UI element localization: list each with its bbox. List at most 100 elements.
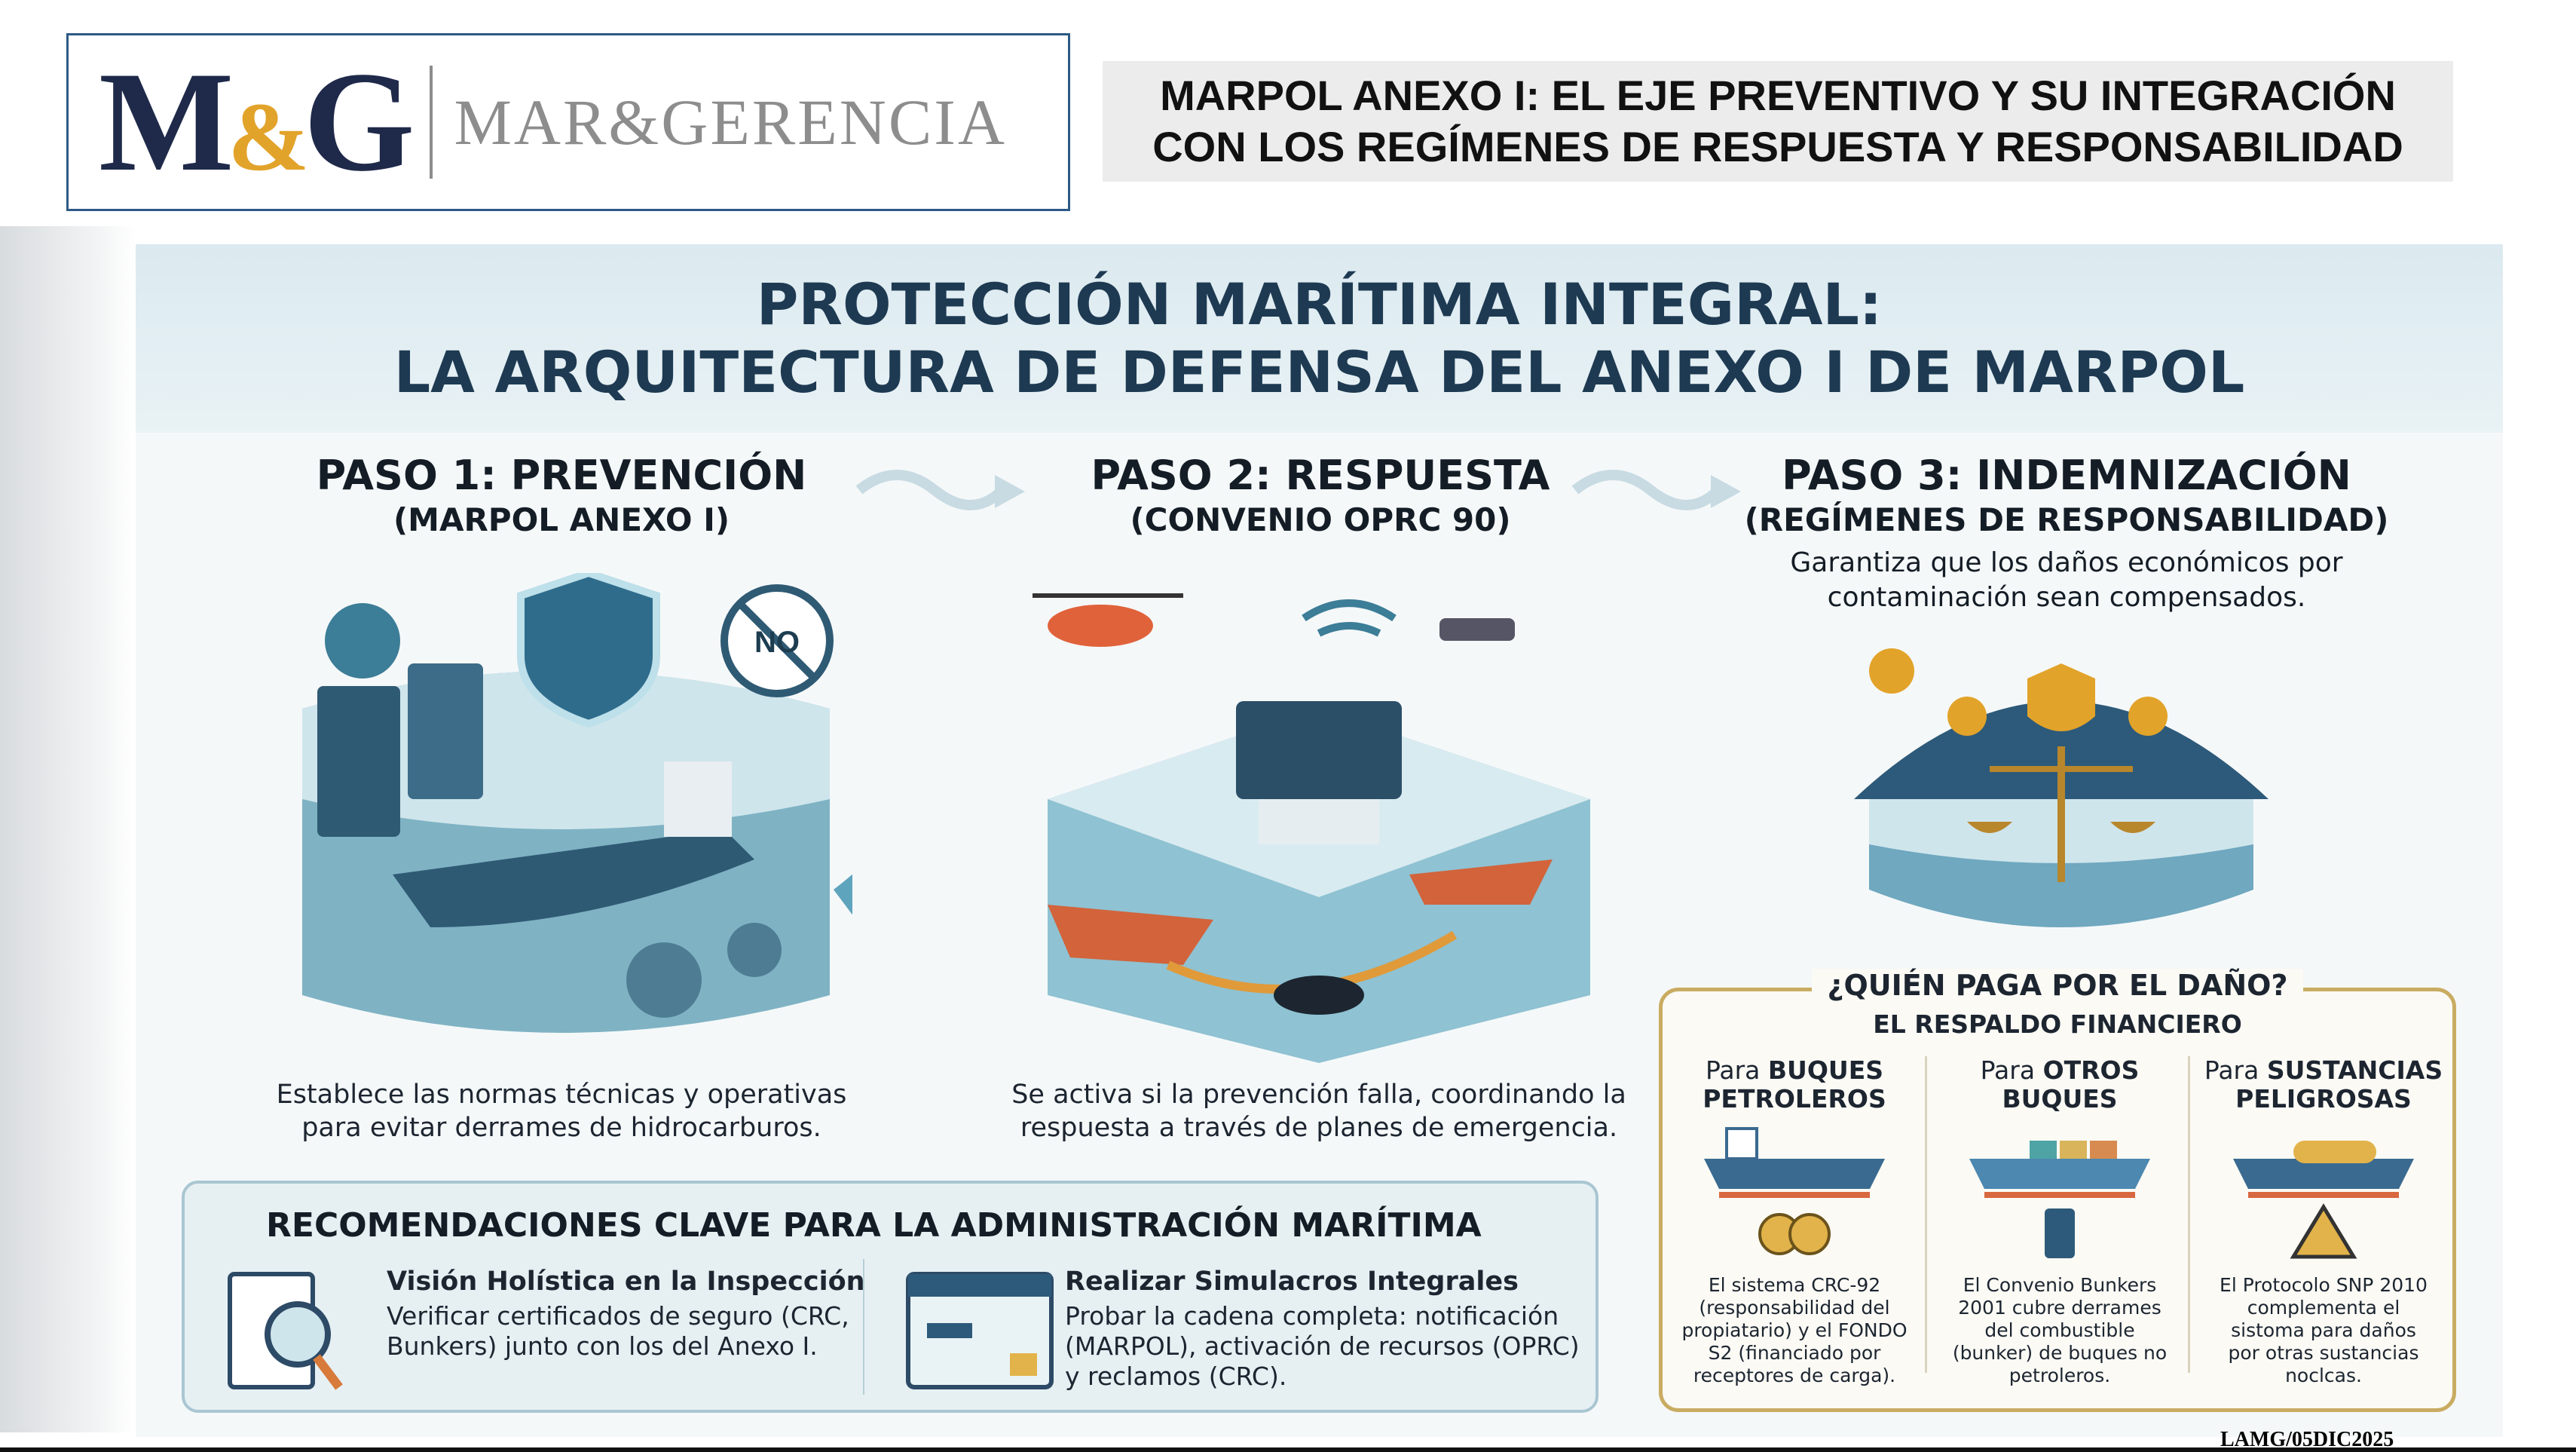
step-3-desc-line-1: Garantiza que los daños económicos por <box>1790 547 2343 578</box>
step-2-desc-line-2: respuesta a través de planes de emergenc… <box>1020 1113 1618 1143</box>
logo-name: MAR&GERENCIA <box>454 86 1008 158</box>
helicopter-icon <box>1048 605 1153 647</box>
recommendation-2-line: Probar la cadena completa: notificación <box>1065 1301 1559 1331</box>
column-line: receptores de carga). <box>1693 1365 1896 1386</box>
who-pays-title: ¿QUIÉN PAGA POR EL DAÑO? <box>1812 969 2303 1002</box>
svg-text:NO: NO <box>754 626 800 659</box>
column-heading-bold: SUSTANCIAS <box>2266 1055 2443 1085</box>
step-3-desc-line-2: contaminación sean compensados. <box>1827 582 2306 613</box>
column-line: (bunker) de buques no <box>1952 1342 2168 1364</box>
title-line-1: MARPOL ANEXO I: EL EJE PREVENTIVO Y SU I… <box>1160 72 2396 119</box>
certificate-magnifier-icon <box>228 1272 343 1390</box>
column-prefix: Para <box>1980 1055 2036 1085</box>
column-line: 2001 cubre derrames <box>1958 1297 2161 1319</box>
step-1-desc-line-2: para evitar derrames de hidrocarburos. <box>301 1113 821 1143</box>
bottom-rule <box>0 1447 2576 1452</box>
recommendation-item-2: Realizar Simulacros Integrales Probar la… <box>1065 1267 1580 1392</box>
step-1-header: PASO 1: PREVENCIÓN (MARPOL ANEXO I) <box>260 452 863 541</box>
step-2-header: PASO 2: RESPUESTA (CONVENIO OPRC 90) <box>1019 452 1622 541</box>
shield-pound-icon <box>2027 663 2095 731</box>
column-heading-bold: PELIGROSAS <box>2235 1084 2412 1114</box>
compensation-illustration <box>1854 648 2269 927</box>
recommendation-item-1: Visión Holística en la Inspección Verifi… <box>387 1267 865 1362</box>
step-2-description: Se activa si la prevención falla, coordi… <box>980 1078 1658 1144</box>
column-prefix: Para <box>1705 1055 1761 1085</box>
company-logo: M&G MAR&GERENCIA <box>66 33 1070 211</box>
container-ship-fuel-icon <box>1969 1141 2150 1258</box>
recommendation-2-line: (MARPOL), activación de recursos (OPRC) <box>1065 1331 1580 1361</box>
column-line: El Protocolo SNP 2010 <box>2220 1274 2428 1296</box>
who-pays-box: ¿QUIÉN PAGA POR EL DAÑO? EL RESPALDO FIN… <box>1659 969 2456 1412</box>
money-bag-icon <box>2128 697 2168 736</box>
column-line: (responsabilidad del <box>1699 1297 1890 1319</box>
infographic-title: PROTECCIÓN MARÍTIMA INTEGRAL: LA ARQUITE… <box>136 244 2503 433</box>
recommendation-1-line: Verificar certificados de seguro (CRC, <box>387 1301 849 1331</box>
column-line: del combustible <box>1984 1319 2135 1341</box>
page-title: MARPOL ANEXO I: EL EJE PREVENTIVO Y SU I… <box>1103 61 2453 182</box>
logo-mark: M&G <box>99 43 415 201</box>
workflow-window-icon <box>906 1272 1054 1389</box>
column-line: propiatario) y el FONDO <box>1681 1319 1908 1341</box>
column-heading-bold: OTROS <box>2042 1055 2140 1085</box>
background-ship-sketch <box>0 226 136 1432</box>
response-vessel-icon <box>1048 905 1213 965</box>
gas-carrier-warning-icon <box>2233 1141 2414 1259</box>
gear-icon <box>727 923 782 977</box>
divider <box>1925 1056 1927 1373</box>
tanker-ship-icon <box>393 829 754 927</box>
column-line: complementa el <box>2247 1297 2400 1319</box>
column-line: S2 (financiado por <box>1708 1342 1881 1364</box>
prevention-illustration: NO <box>302 573 852 1033</box>
recommendations-box: RECOMENDACIONES CLAVE PARA LA ADMINISTRA… <box>182 1181 1599 1413</box>
column-line: petroleros. <box>2008 1365 2111 1386</box>
step-2-desc-line-1: Se activa si la prevención falla, coordi… <box>1011 1080 1626 1110</box>
infographic-title-line-2: LA ARQUITECTURA DE DEFENSA DEL ANEXO I D… <box>393 338 2245 406</box>
recommendation-2-line: y reclamos (CRC). <box>1065 1362 1287 1391</box>
wifi-signal-icon <box>1302 599 1397 637</box>
tanker-money-icon <box>1704 1127 1885 1255</box>
column-body: El Protocolo SNP 2010 complementa el sis… <box>2192 1274 2455 1387</box>
step-arrow-icon <box>855 470 1025 510</box>
coin-icon <box>1869 648 1914 694</box>
step-3-title: PASO 3: INDEMNIZACIÓN <box>1782 452 2351 499</box>
logo-divider <box>430 66 433 179</box>
money-bag-icon <box>1947 697 1987 736</box>
column-line: por otras sustancias <box>2228 1342 2419 1364</box>
column-heading-bold: PETROLEROS <box>1703 1084 1886 1114</box>
column-body: El Convenio Bunkers 2001 cubre derrames … <box>1928 1274 2192 1387</box>
oil-spill-icon <box>1274 976 1364 1015</box>
control-monitors-icon <box>1236 701 1402 799</box>
step-1-title: PASO 1: PREVENCIÓN <box>316 452 807 499</box>
column-line: El sistema CRC-92 <box>1708 1274 1881 1296</box>
drone-icon <box>1439 618 1515 641</box>
response-boat-icon <box>1409 859 1553 905</box>
column-heading-bold: BUQUES <box>2002 1084 2118 1114</box>
step-3-header: PASO 3: INDEMNIZACIÓN (REGÍMENES DE RESP… <box>1690 452 2443 615</box>
step-2-title: PASO 2: RESPUESTA <box>1091 452 1550 499</box>
title-line-2: CON LOS REGÍMENES DE RESPUESTA Y RESPONS… <box>1152 123 2403 170</box>
response-illustration <box>1033 593 1590 1063</box>
gear-icon <box>626 942 702 1018</box>
who-pays-heading: ¿QUIÉN PAGA POR EL DAÑO? <box>1663 969 2452 1002</box>
step-1-desc-line-1: Establece las normas técnicas y operativ… <box>276 1080 847 1110</box>
recommendations-title: RECOMENDACIONES CLAVE PARA LA ADMINISTRA… <box>266 1206 1482 1245</box>
recommendation-2-title: Realizar Simulacros Integrales <box>1065 1267 1519 1297</box>
who-pays-subtitle: EL RESPALDO FINANCIERO <box>1873 1009 2242 1039</box>
divider <box>2188 1056 2190 1373</box>
column-line: sistoma para daños <box>2231 1319 2416 1341</box>
column-heading-bold: BUQUES <box>1767 1055 1884 1085</box>
step-3-subtitle: (REGÍMENES DE RESPONSABILIDAD) <box>1744 501 2389 538</box>
infographic-title-line-1: PROTECCIÓN MARÍTIMA INTEGRAL: <box>756 271 1883 338</box>
step-2-subtitle: (CONVENIO OPRC 90) <box>1130 501 1511 538</box>
column-line: noclcas. <box>2285 1365 2362 1386</box>
recommendation-1-title: Visión Holística en la Inspección <box>387 1267 865 1297</box>
step-arrow-icon <box>1571 470 1741 510</box>
author-date-stamp: LAMG/05DIC2025 <box>2220 1428 2394 1451</box>
step-1-subtitle: (MARPOL ANEXO I) <box>393 501 730 538</box>
